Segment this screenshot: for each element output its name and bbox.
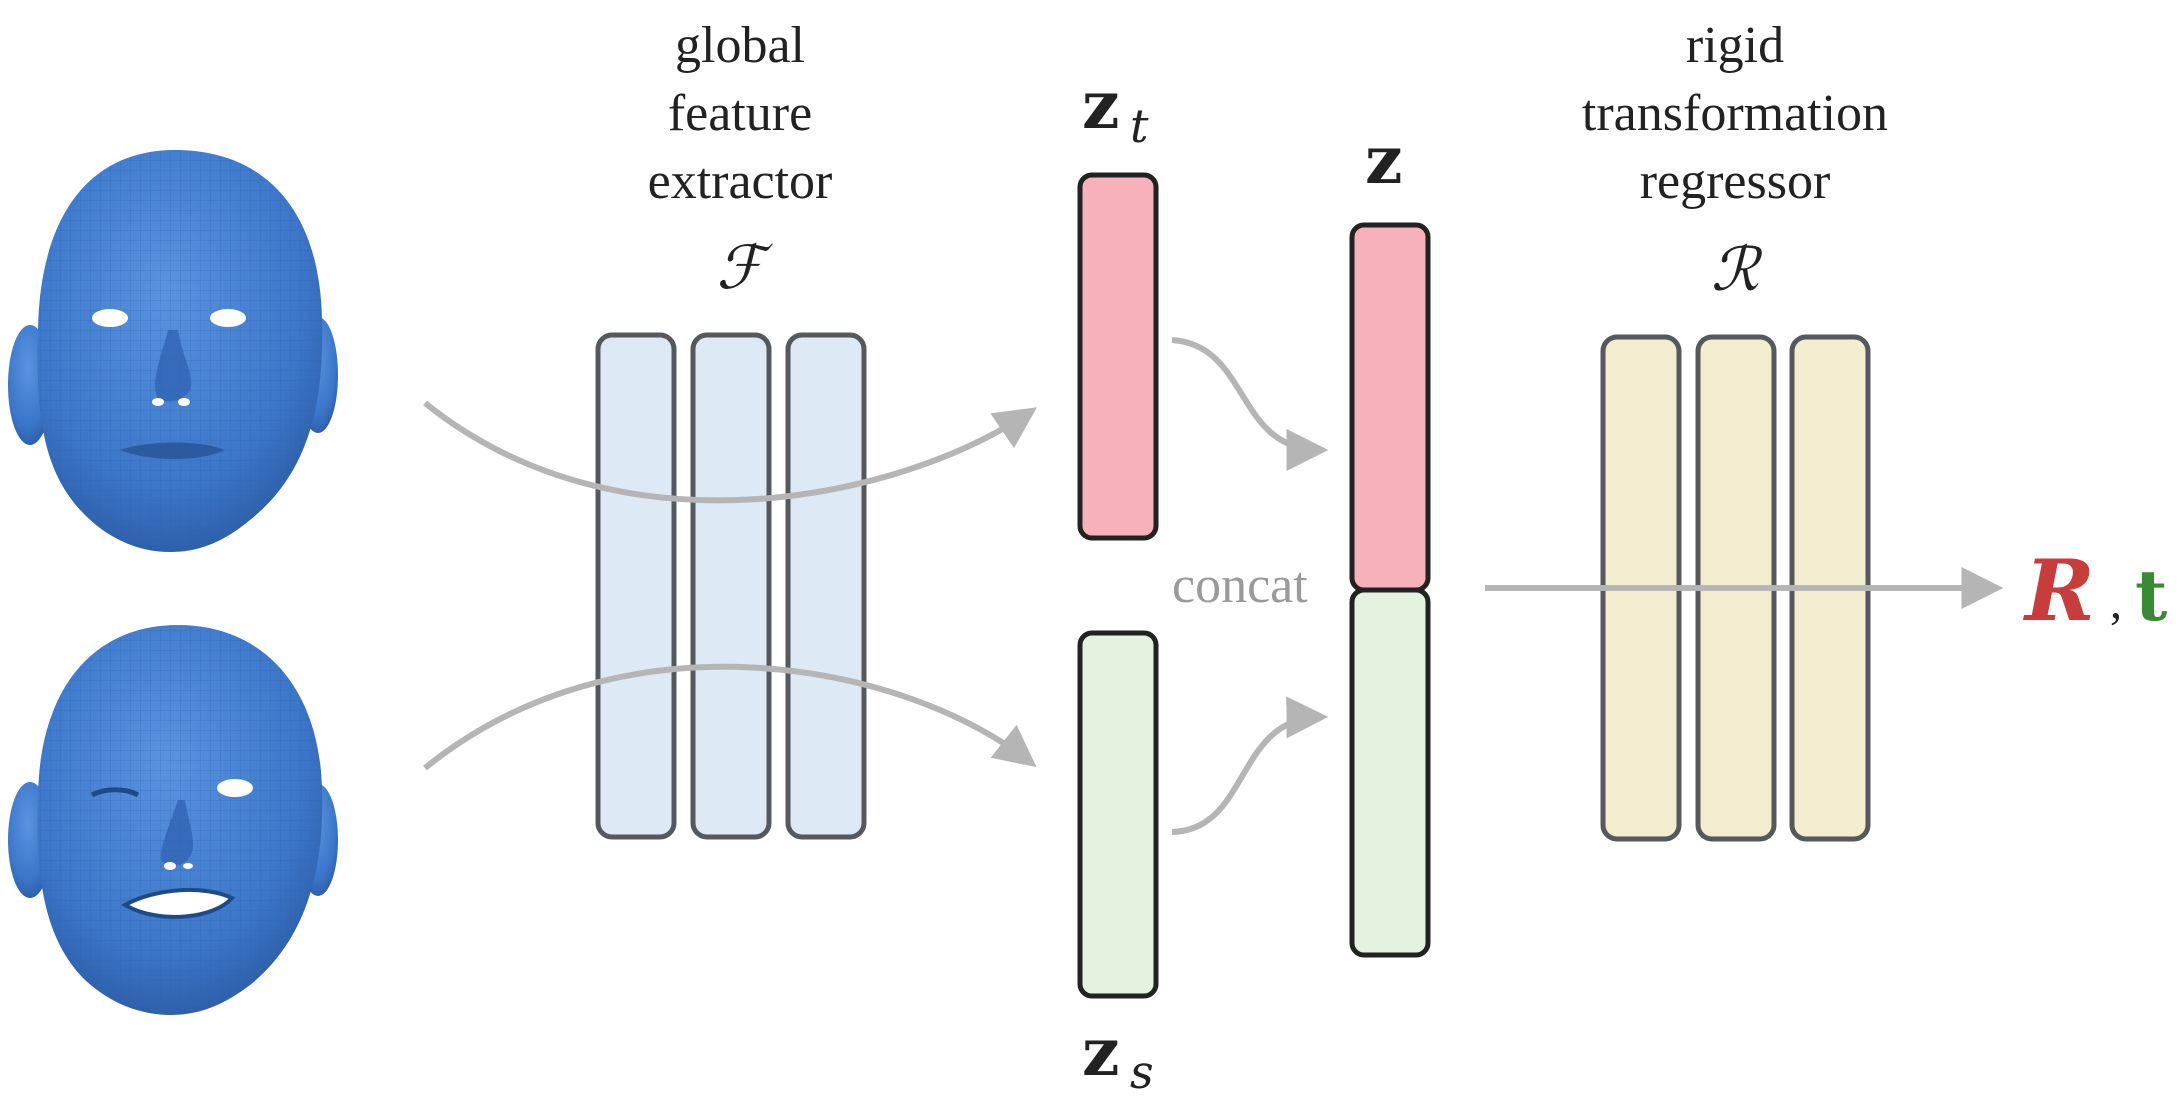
feature-extractor-symbol: ℱ — [716, 233, 773, 303]
regressor-line-1: rigid — [1686, 17, 1784, 74]
regressor-symbol: ℛ — [1711, 235, 1763, 305]
output-comma: , — [2110, 576, 2122, 629]
zs-label: z s — [1082, 1013, 1154, 1099]
concat-label: concat — [1172, 557, 1308, 614]
zt-subscript: t — [1130, 99, 1149, 153]
feature-extractor-line-2: feature — [668, 85, 812, 142]
output-label: R , t — [2023, 541, 2167, 640]
zs-to-z-arrow — [1171, 696, 1329, 835]
target-face-mesh-icon — [8, 150, 338, 552]
zt-to-z-arrow — [1171, 337, 1329, 471]
zs-subscript: s — [1130, 1045, 1154, 1099]
zt-feature-bar — [1077, 172, 1159, 541]
source-face-mesh-icon — [8, 625, 338, 1015]
z-label: z — [1365, 121, 1402, 199]
feature-extractor-line-3: extractor — [648, 153, 833, 210]
source-to-zs-arrow — [423, 663, 1037, 771]
feature-layer-3 — [785, 332, 867, 840]
feature-extractor-label: global feature extractor ℱ — [648, 17, 833, 303]
z-top-segment — [1349, 222, 1431, 593]
feature-layer-1 — [595, 332, 677, 840]
feature-extractor-blocks — [595, 332, 867, 840]
feature-extractor-line-1: global — [675, 17, 805, 74]
zs-feature-bar — [1077, 630, 1159, 999]
target-to-zt-arrow — [423, 400, 1037, 504]
zs-base: z — [1082, 1013, 1119, 1091]
zt-label: z t — [1082, 66, 1149, 153]
regressor-label: rigid transformation regressor ℛ — [1582, 17, 1888, 305]
zt-base: z — [1082, 66, 1119, 144]
z-bottom-segment — [1349, 587, 1431, 958]
output-rotation: R — [2023, 541, 2095, 640]
output-translation: t — [2135, 554, 2167, 637]
feature-layer-2 — [690, 332, 772, 840]
regressor-line-3: regressor — [1640, 153, 1831, 210]
z-concatenated-bar — [1349, 222, 1431, 958]
regressor-line-2: transformation — [1582, 85, 1888, 142]
